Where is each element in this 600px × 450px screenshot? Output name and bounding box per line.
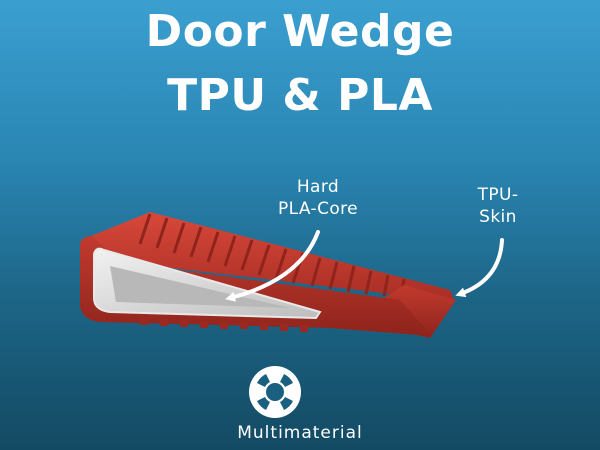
tpu-skin-callout-line-2: Skin: [479, 207, 517, 227]
title-line-2: TPU & PLA: [167, 70, 433, 121]
pla-core-callout-line-2: PLA-Core: [277, 199, 359, 219]
tpu-skin-callout-line-1: TPU-: [477, 185, 519, 205]
tpu-skin-callout: TPU- Skin: [466, 184, 530, 228]
title-line-1: Door Wedge: [145, 6, 455, 57]
pla-core-callout: Hard PLA-Core: [258, 176, 378, 220]
brand-label: Multimaterial: [237, 423, 363, 443]
pla-core-callout-line-1: Hard: [296, 177, 340, 197]
pla-core-arrow: [225, 230, 320, 302]
lifebuoy-icon: [249, 366, 301, 418]
tpu-skin-arrow: [455, 238, 504, 298]
wedge-pla-core: [93, 247, 322, 320]
